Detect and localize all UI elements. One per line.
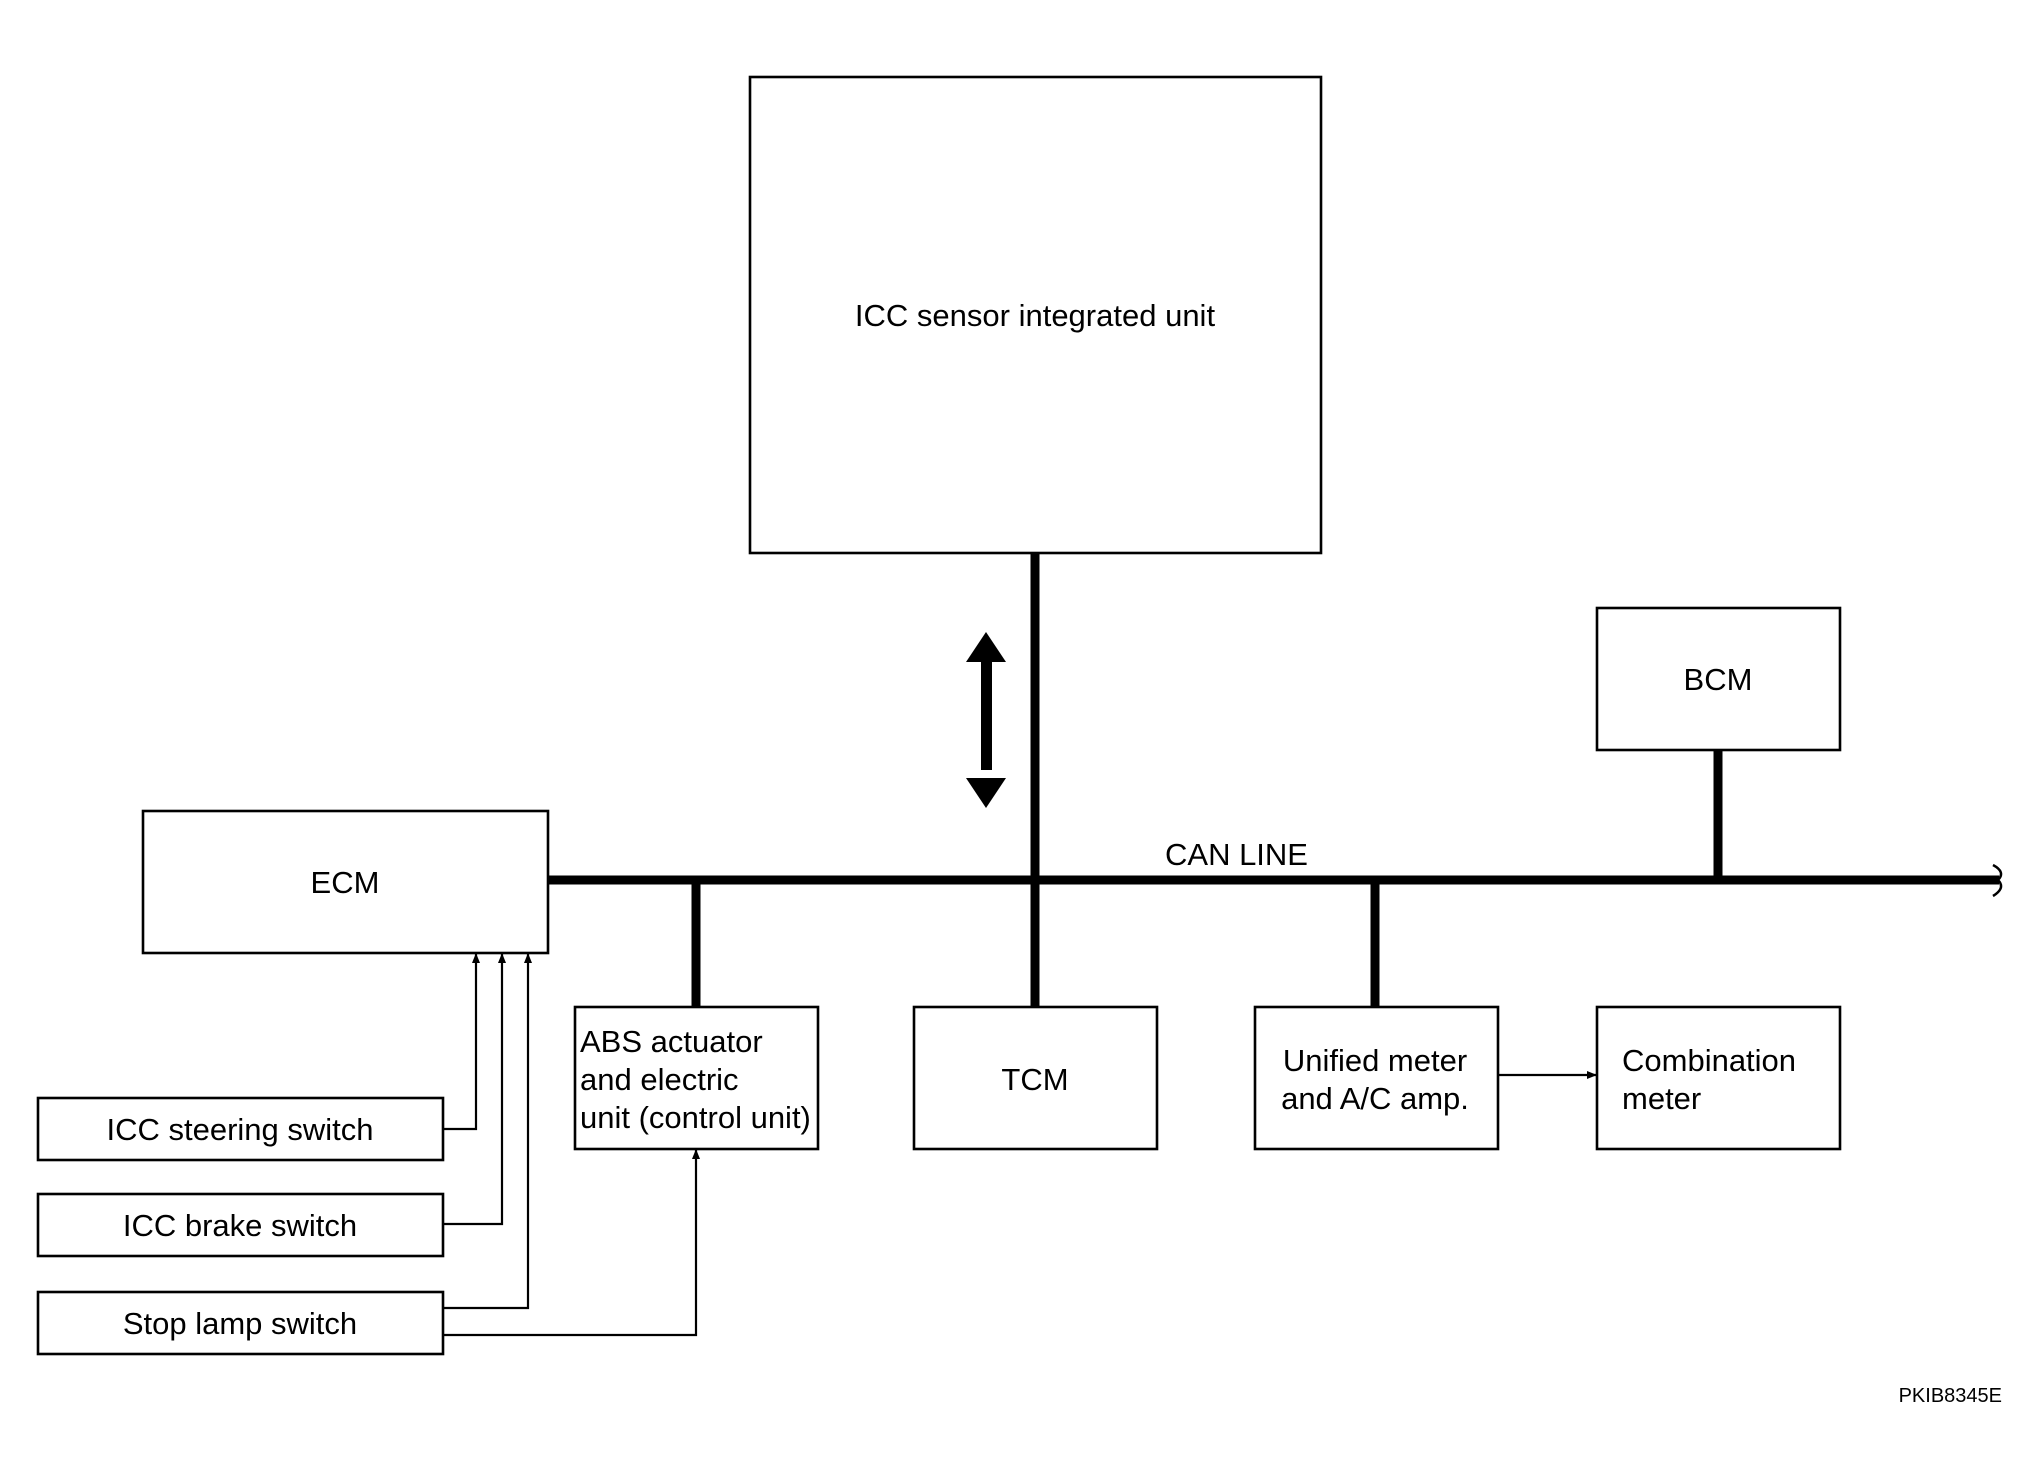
unified-meter-box: Unified meter and A/C amp.	[1253, 1005, 1500, 1151]
icc-steering-switch-box: ICC steering switch	[36, 1096, 445, 1162]
combination-meter-label-line-1: Combination	[1622, 1043, 1796, 1078]
can-line-terminator	[1992, 863, 2003, 898]
unified-meter-label-line-2: and A/C amp.	[1281, 1081, 1469, 1116]
bcm-box: BCM	[1595, 606, 1842, 752]
icc-brake-switch-box: ICC brake switch	[36, 1192, 445, 1258]
ecm-label: ECM	[311, 865, 380, 900]
icc-steering-switch-label: ICC steering switch	[106, 1112, 373, 1147]
steering-switch-to-ecm-wire	[443, 953, 480, 1131]
can-line-label: CAN LINE	[1165, 837, 1308, 872]
abs-label-line-1: ABS actuator	[580, 1024, 763, 1059]
combination-meter-box: Combination meter	[1595, 1005, 1842, 1151]
ecm-box: ECM	[141, 809, 550, 955]
abs-label-line-2: and electric	[580, 1062, 739, 1097]
abs-actuator-box: ABS actuator and electric unit (control …	[573, 1005, 820, 1151]
stop-lamp-switch-label: Stop lamp switch	[123, 1306, 357, 1341]
icc-sensor-integrated-unit-box: ICC sensor integrated unit	[748, 75, 1323, 555]
bidirectional-arrow-icon	[966, 632, 1006, 808]
abs-label-line-3: unit (control unit)	[580, 1100, 811, 1135]
unified-meter-label-line-1: Unified meter	[1283, 1043, 1467, 1078]
stop-lamp-switch-box: Stop lamp switch	[36, 1290, 445, 1356]
brake-switch-to-ecm-wire	[443, 953, 506, 1226]
icc-brake-switch-label: ICC brake switch	[123, 1208, 357, 1243]
tcm-box: TCM	[912, 1005, 1159, 1151]
icc-sensor-label: ICC sensor integrated unit	[855, 298, 1216, 333]
tcm-label: TCM	[1001, 1062, 1068, 1097]
stop-lamp-switch-to-ecm-wire	[443, 953, 532, 1310]
bcm-label: BCM	[1684, 662, 1753, 697]
figure-code: PKIB8345E	[1899, 1385, 2002, 1407]
stop-lamp-switch-to-abs-wire	[443, 1149, 700, 1337]
combination-meter-label-line-2: meter	[1622, 1081, 1701, 1116]
